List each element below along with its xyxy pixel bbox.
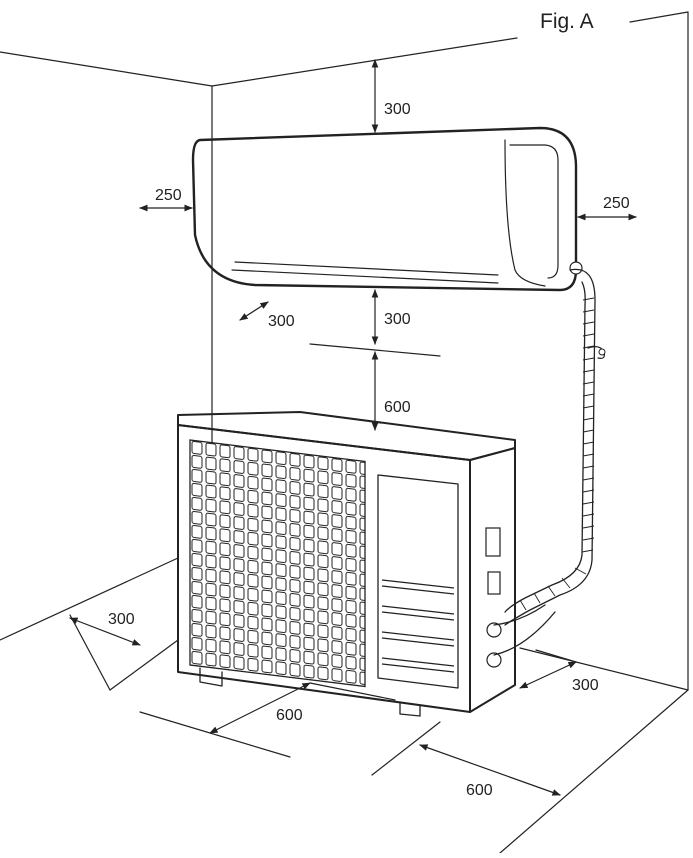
refrigerant-pipe bbox=[504, 268, 606, 626]
dim-outdoor-side-access-label: 600 bbox=[466, 782, 493, 799]
dim-outdoor-side-access: 600 bbox=[371, 721, 561, 799]
dim-indoor-left-label: 250 bbox=[155, 187, 182, 204]
dim-indoor-left: 250 bbox=[139, 187, 193, 212]
dim-below-indoor-label: 300 bbox=[384, 311, 411, 328]
indoor-unit bbox=[191, 126, 583, 292]
dim-above-outdoor-label: 600 bbox=[384, 399, 411, 416]
dim-above-indoor: 300 bbox=[371, 59, 411, 133]
outdoor-unit bbox=[177, 411, 556, 717]
dim-outdoor-back-label: 300 bbox=[108, 611, 135, 628]
dim-outdoor-back: 300 bbox=[69, 611, 179, 691]
dim-indoor-right-label: 250 bbox=[603, 195, 630, 212]
dim-indoor-front: 300 bbox=[239, 301, 295, 330]
dim-indoor-right: 250 bbox=[577, 195, 637, 221]
dim-indoor-front-label: 300 bbox=[268, 313, 295, 330]
dim-below-indoor: 300 bbox=[309, 289, 441, 357]
dim-outdoor-side: 300 bbox=[519, 649, 599, 694]
dim-outdoor-front: 600 bbox=[139, 682, 396, 758]
figure-label: Fig. A bbox=[540, 10, 594, 33]
dim-outdoor-side-label: 300 bbox=[572, 677, 599, 694]
room-walls bbox=[0, 11, 689, 854]
dim-above-indoor-label: 300 bbox=[384, 101, 411, 118]
dim-above-outdoor: 600 bbox=[371, 351, 411, 431]
dim-outdoor-front-label: 600 bbox=[276, 707, 303, 724]
